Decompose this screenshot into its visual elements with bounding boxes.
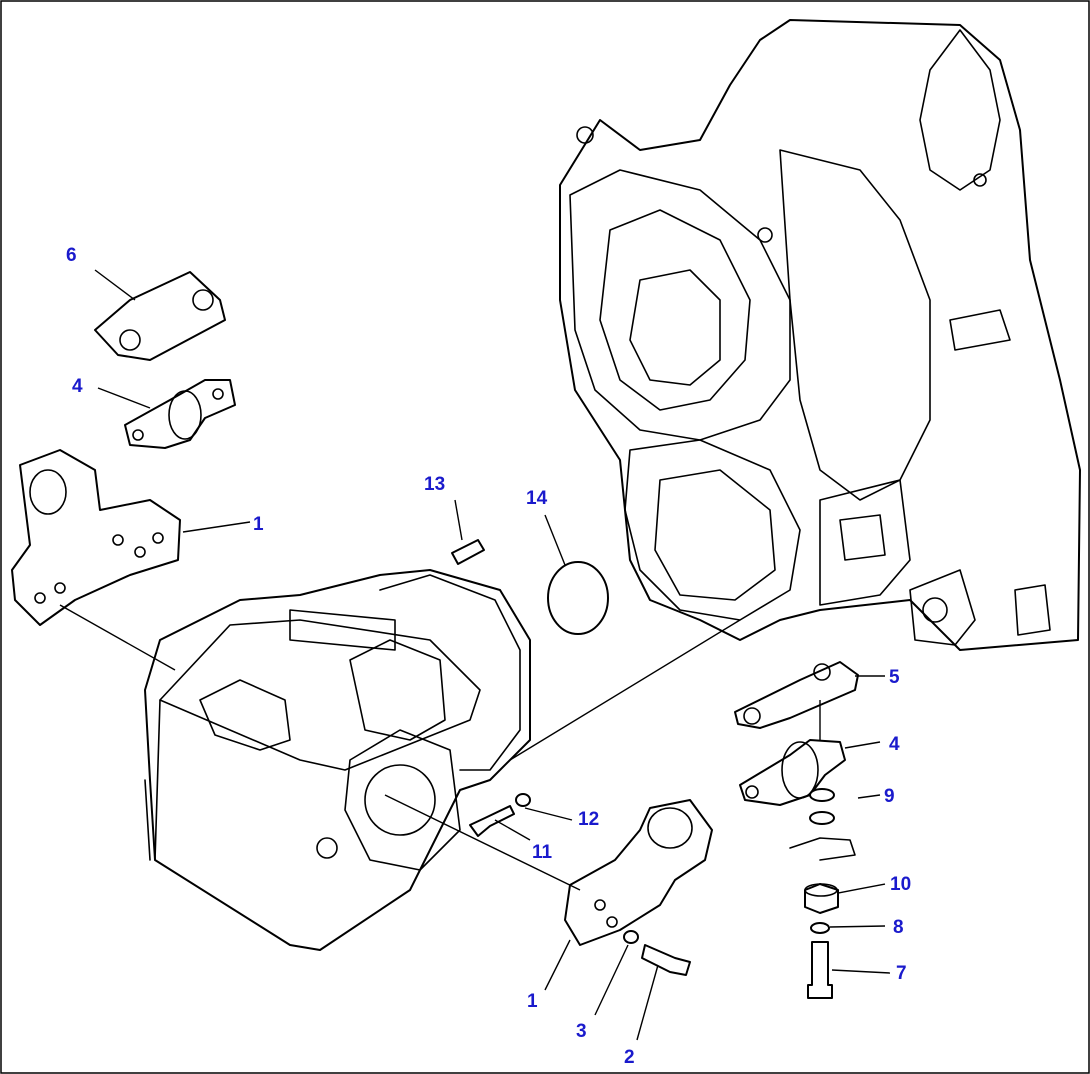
callout-11: 11	[532, 842, 553, 863]
cushion-cap-upper	[94, 271, 226, 361]
spacer-10	[804, 883, 839, 914]
rubber-mount-upper	[124, 379, 236, 449]
callout-labels: 1 1 2 3 4 4 5 6 7 8 9 10 11 12 13 14	[66, 245, 911, 1068]
bolt-2	[641, 944, 691, 976]
mount-bracket-lower	[564, 799, 713, 946]
cushion-cap-lower	[734, 661, 859, 729]
callout-14: 14	[526, 488, 548, 509]
callout-1-lower: 1	[527, 991, 538, 1012]
callout-1-upper: 1	[253, 514, 264, 535]
o-ring-14	[547, 561, 609, 635]
axle-housing	[144, 569, 531, 951]
washer-3	[623, 930, 639, 944]
bolt-11	[469, 805, 515, 837]
callout-5: 5	[889, 667, 900, 688]
callout-12: 12	[578, 809, 599, 830]
washer-12	[515, 793, 531, 807]
callout-7: 7	[896, 963, 907, 984]
callout-2: 2	[624, 1047, 635, 1068]
callout-13: 13	[424, 474, 445, 495]
callout-8: 8	[893, 917, 904, 938]
callout-4-upper: 4	[72, 376, 83, 397]
transmission-housing	[559, 19, 1081, 651]
callout-9: 9	[884, 786, 895, 807]
leader-lines	[59, 269, 891, 1041]
callout-4-lower: 4	[889, 734, 900, 755]
callout-10: 10	[890, 874, 911, 895]
callout-6: 6	[66, 245, 77, 266]
fastener-washer-9	[789, 788, 856, 861]
rubber-mount-lower	[739, 739, 846, 806]
washer-8	[810, 922, 830, 934]
dowel-pin-13	[451, 539, 485, 565]
mount-bracket-upper	[11, 449, 181, 626]
bolt-7	[807, 941, 833, 999]
callout-3: 3	[576, 1021, 587, 1042]
